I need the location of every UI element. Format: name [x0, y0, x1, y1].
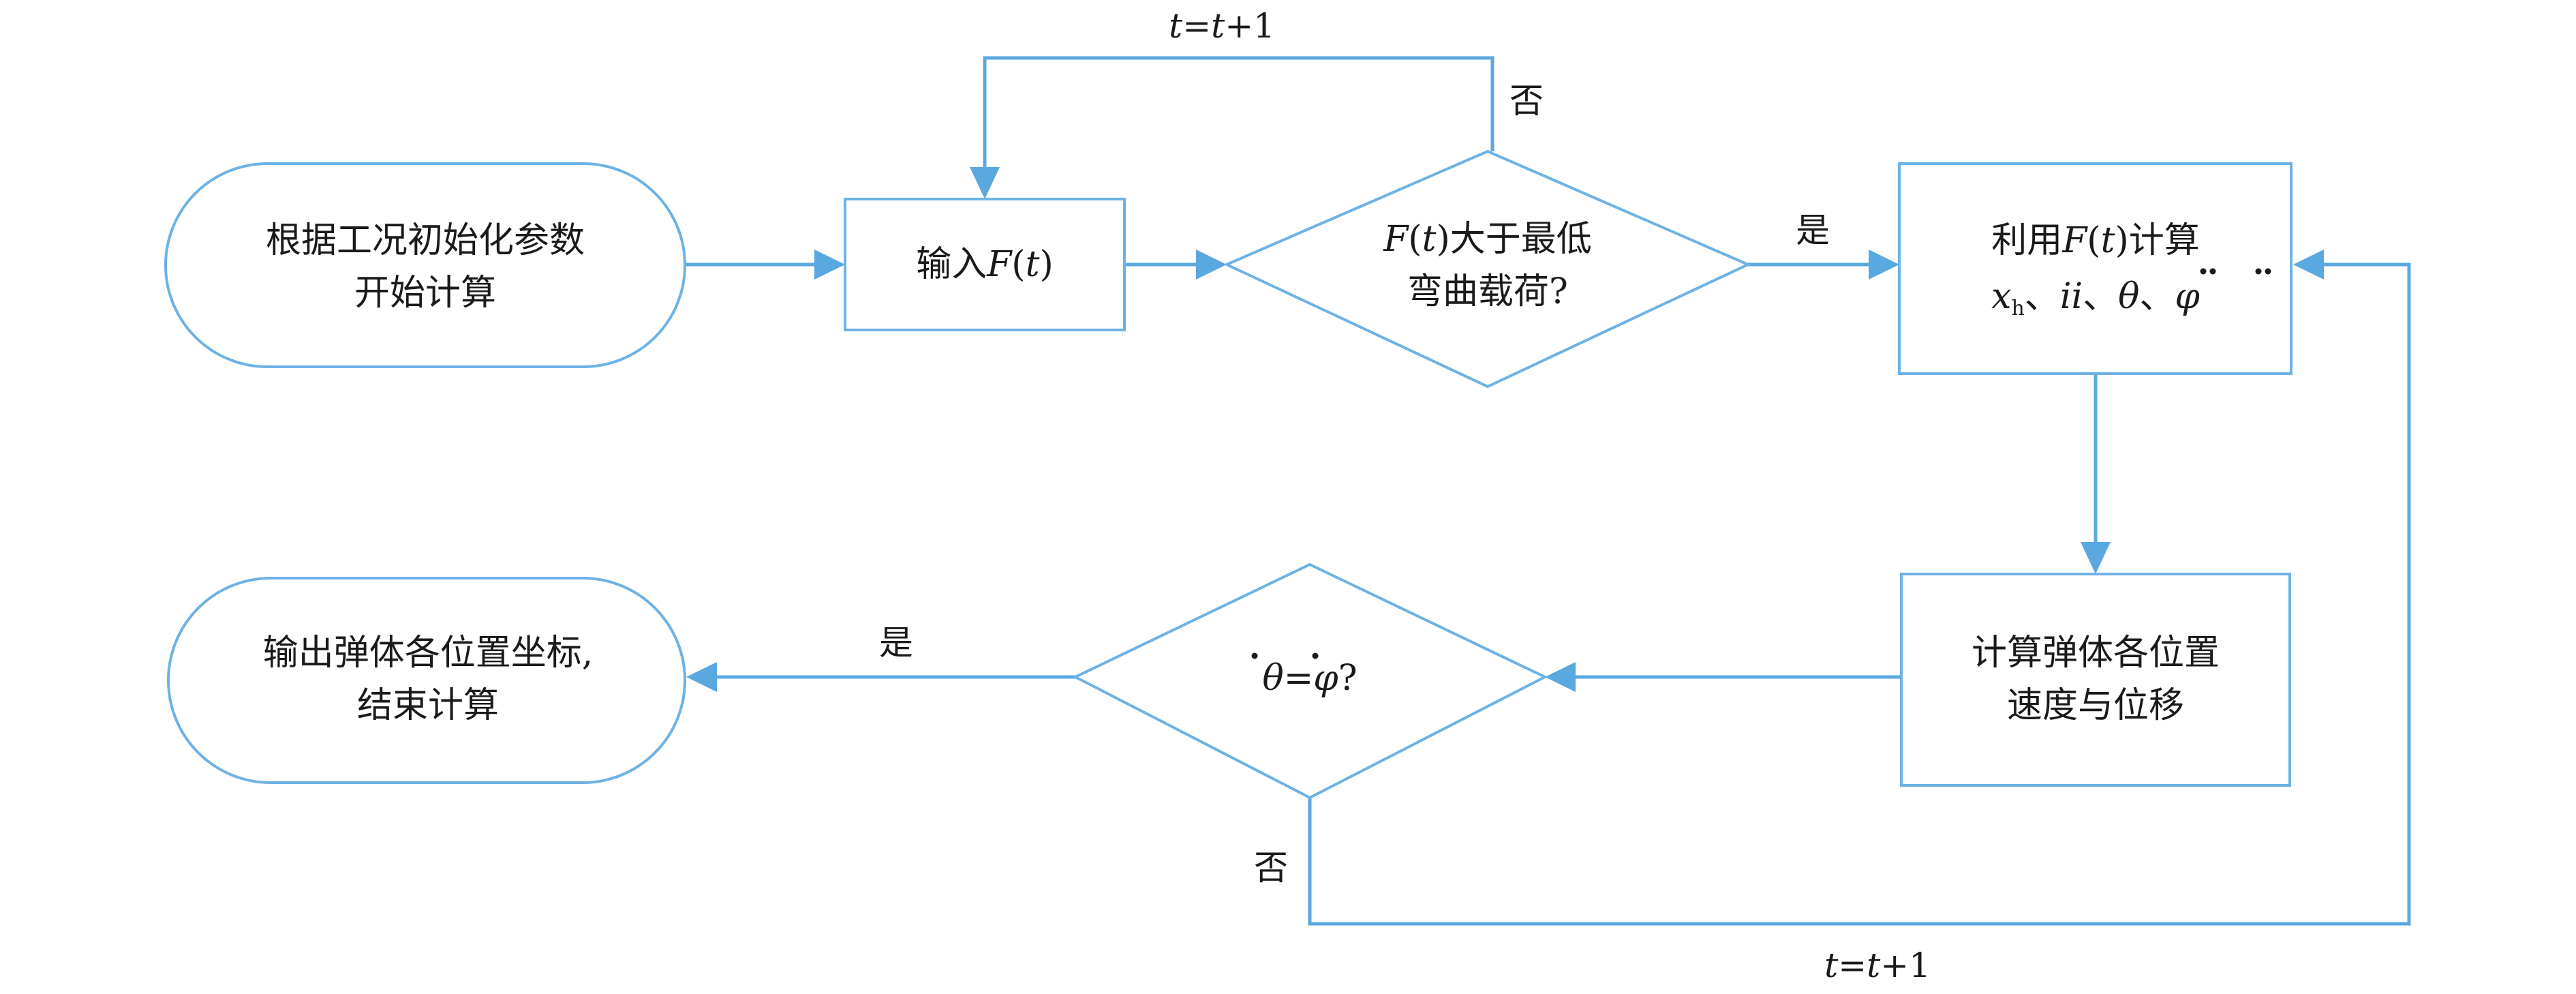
loop-top-label: t=t+1 — [1169, 6, 1275, 46]
dot — [2209, 268, 2216, 275]
calc1-line-2: xh、ii、θ、φ — [1991, 276, 2200, 320]
single-dot-marks — [1251, 652, 1319, 659]
arrowhead — [970, 167, 1000, 199]
node-calc2: 计算弹体各位置 速度与位移 — [1900, 573, 2291, 787]
process-shape — [1900, 573, 2291, 787]
yes-label-2: 是 — [879, 623, 913, 663]
dot — [2265, 268, 2271, 275]
node-start: 根据工况初始化参数 开始计算 — [164, 162, 686, 368]
dot — [1312, 652, 1319, 659]
no-label-2: 否 — [1254, 848, 1288, 888]
edge-check2-no-loop — [1308, 262, 2411, 926]
connectors — [685, 56, 2411, 926]
dot — [2200, 268, 2207, 275]
process-shape — [844, 198, 1126, 331]
dot — [1251, 652, 1258, 659]
process-shape — [1898, 162, 2293, 375]
arrowhead — [2293, 250, 2324, 280]
loop-bottom-label: t=t+1 — [1824, 946, 1931, 985]
edge-labels: t=t+1 否 是 是 否 t=t+1 — [879, 6, 1931, 985]
dot — [2255, 268, 2262, 275]
decision-shape — [1072, 562, 1548, 800]
node-check1: F(t)大于最低 弯曲载荷? — [1223, 149, 1751, 389]
edge-check1-no-loop — [983, 56, 1494, 167]
check2-label: θ=φ? — [1262, 658, 1357, 699]
arrowhead — [814, 250, 845, 280]
end-line-1: 输出弹体各位置坐标, — [263, 633, 594, 674]
arrowhead — [686, 662, 717, 692]
terminator-shape — [164, 162, 686, 368]
terminator-shape — [167, 577, 686, 784]
yes-label-1: 是 — [1796, 211, 1830, 250]
end-line-2: 结束计算 — [357, 685, 499, 726]
calc2-line-2: 速度与位移 — [2007, 685, 2184, 726]
node-calc1: 利用F(t)计算 xh、ii、θ、φ — [1898, 162, 2293, 375]
decision-shape — [1223, 149, 1751, 389]
start-line-1: 根据工况初始化参数 — [266, 220, 585, 261]
calc1-line-1: 利用F(t)计算 — [1991, 220, 2200, 261]
double-dot-marks — [2200, 268, 2271, 275]
no-label-1: 否 — [1509, 81, 1544, 121]
arrowhead — [1196, 250, 1227, 280]
check1-line-1: F(t)大于最低 — [1383, 219, 1592, 260]
arrowhead — [2081, 542, 2111, 574]
calc2-line-1: 计算弹体各位置 — [1972, 633, 2220, 674]
arrowhead — [1545, 662, 1576, 692]
node-input: 输入F(t) — [844, 198, 1126, 331]
input-label: 输入F(t) — [916, 244, 1054, 285]
node-end: 输出弹体各位置坐标, 结束计算 — [167, 577, 686, 784]
arrowhead — [1869, 250, 1899, 280]
node-check2: θ=φ? — [1072, 562, 1548, 800]
check1-line-2: 弯曲载荷? — [1407, 271, 1568, 312]
start-line-2: 开始计算 — [354, 273, 496, 314]
